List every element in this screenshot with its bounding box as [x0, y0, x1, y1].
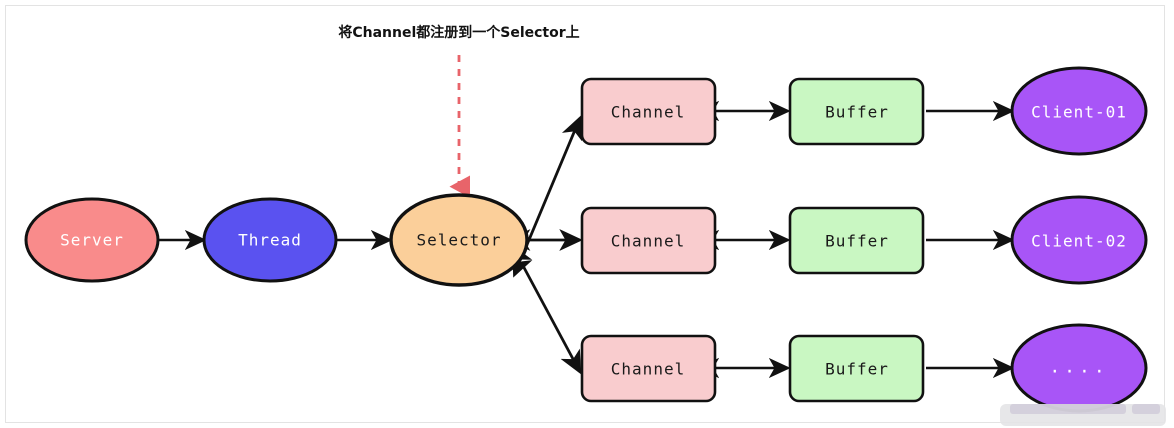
node-selector[interactable] — [389, 193, 529, 287]
node-channel-1[interactable] — [580, 77, 717, 146]
node-client-3[interactable] — [1010, 323, 1148, 413]
node-server[interactable] — [24, 197, 160, 283]
node-thread[interactable] — [202, 197, 338, 283]
bottom-overlay-strip — [1000, 404, 1166, 426]
node-channel-3[interactable] — [580, 334, 717, 403]
node-buffer-1[interactable] — [788, 77, 925, 146]
node-buffer-3[interactable] — [788, 334, 925, 403]
node-channel-2[interactable] — [580, 206, 717, 275]
edge-selector-channel3 — [511, 244, 582, 375]
node-client-2[interactable] — [1010, 195, 1148, 285]
annotation-caption: 将Channel都注册到一个Selector上 — [338, 25, 580, 41]
edge-selector-channel1 — [512, 115, 583, 278]
node-client-1[interactable] — [1010, 66, 1148, 156]
node-buffer-2[interactable] — [788, 206, 925, 275]
